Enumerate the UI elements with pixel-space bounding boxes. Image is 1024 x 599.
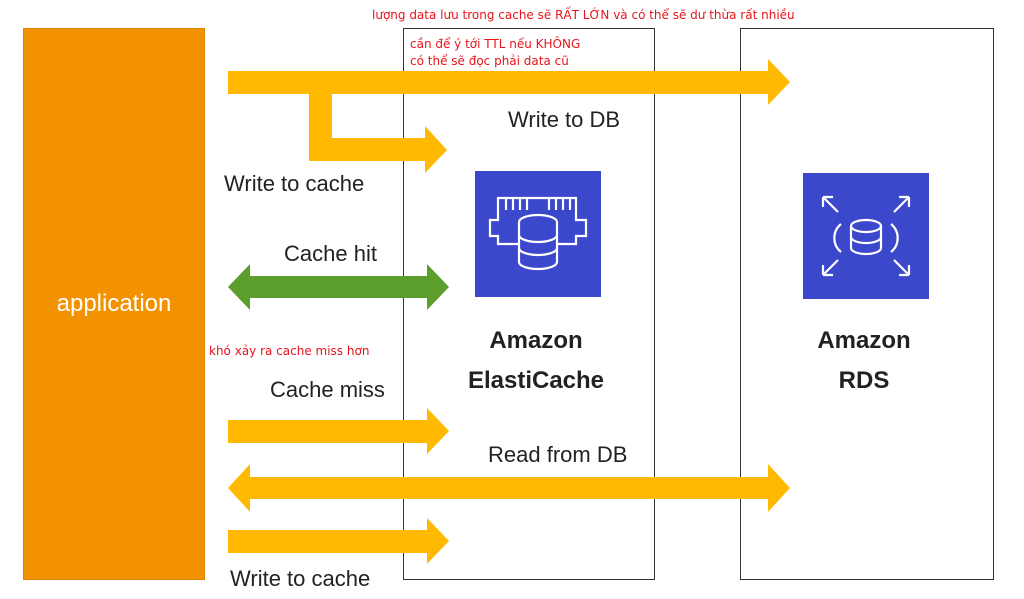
cache-hit-arrow bbox=[228, 264, 449, 310]
note-top: lượng data lưu trong cache sẽ RẤT LỚN và… bbox=[372, 8, 795, 22]
write-to-cache-bottom-label: Write to cache bbox=[230, 566, 371, 591]
rds-icon bbox=[803, 173, 929, 299]
read-from-db-label: Read from DB bbox=[488, 442, 628, 467]
cache-miss-label: Cache miss bbox=[270, 377, 385, 402]
write-to-cache-bottom-arrow bbox=[228, 518, 449, 564]
write-to-db-label: Write to DB bbox=[508, 107, 621, 132]
write-to-db-arrow bbox=[228, 59, 790, 105]
application-label: application bbox=[56, 290, 172, 317]
elasticache-name-line1: Amazon bbox=[489, 327, 583, 354]
application-box bbox=[23, 28, 205, 580]
write-to-cache-top-arrow bbox=[309, 94, 447, 173]
note-cache-miss: khó xảy ra cache miss hơn bbox=[209, 344, 370, 358]
elasticache-icon bbox=[475, 171, 601, 297]
note-ttl-line1: cần để ý tới TTL nếu KHÔNG bbox=[410, 37, 581, 51]
cache-hit-label: Cache hit bbox=[284, 241, 377, 266]
cache-miss-arrow bbox=[228, 408, 449, 454]
rds-name-line1: Amazon bbox=[817, 327, 911, 354]
write-to-cache-top-label: Write to cache bbox=[224, 171, 365, 196]
rds-name-line2: RDS bbox=[838, 367, 890, 394]
note-ttl-line2: có thể sẽ đọc phải data cũ bbox=[410, 54, 569, 68]
elasticache-name-line2: ElastiCache bbox=[467, 367, 605, 394]
read-from-db-arrow bbox=[228, 464, 790, 512]
